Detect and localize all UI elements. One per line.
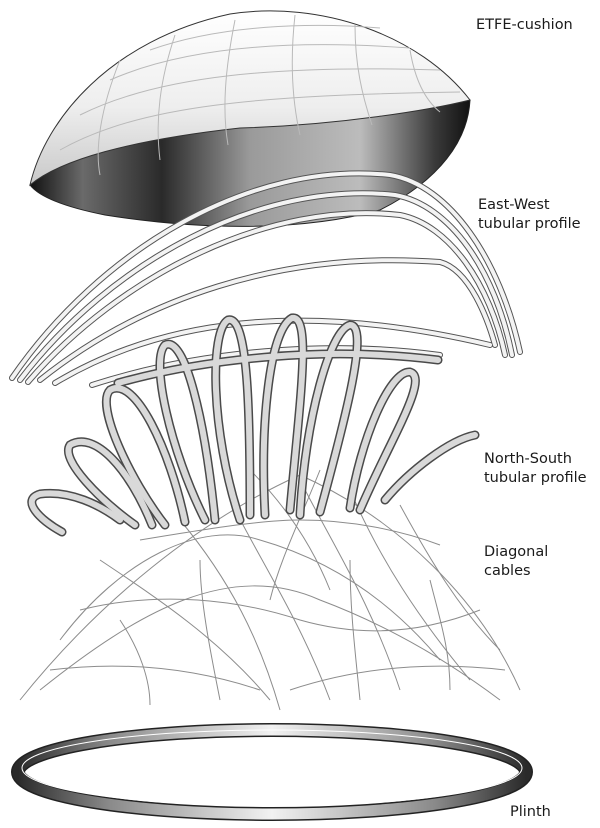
label-plinth-text: Plinth <box>510 804 551 820</box>
label-diagonal-line2: cables <box>484 563 531 579</box>
plinth-ring <box>11 723 533 821</box>
label-north-south-tubular-profile: North-South tubular profile <box>484 450 587 488</box>
label-etfe-cushion: ETFE-cushion <box>476 16 573 35</box>
diagonal-cable-net <box>19 469 521 711</box>
label-east-west-line1: East-West <box>478 197 550 213</box>
label-east-west-tubular-profile: East-West tubular profile <box>478 196 581 234</box>
label-east-west-line2: tubular profile <box>478 216 581 232</box>
label-north-south-line2: tubular profile <box>484 470 587 486</box>
label-etfe-cushion-text: ETFE-cushion <box>476 17 573 33</box>
label-plinth: Plinth <box>510 803 551 822</box>
north-south-tubular-profiles <box>27 313 480 537</box>
cushion-panel-grid <box>59 14 461 176</box>
label-diagonal-line1: Diagonal <box>484 544 549 560</box>
label-north-south-line1: North-South <box>484 451 572 467</box>
east-west-tubular-profiles <box>9 170 523 388</box>
label-diagonal-cables: Diagonal cables <box>484 543 548 581</box>
etfe-cushion <box>29 10 471 227</box>
